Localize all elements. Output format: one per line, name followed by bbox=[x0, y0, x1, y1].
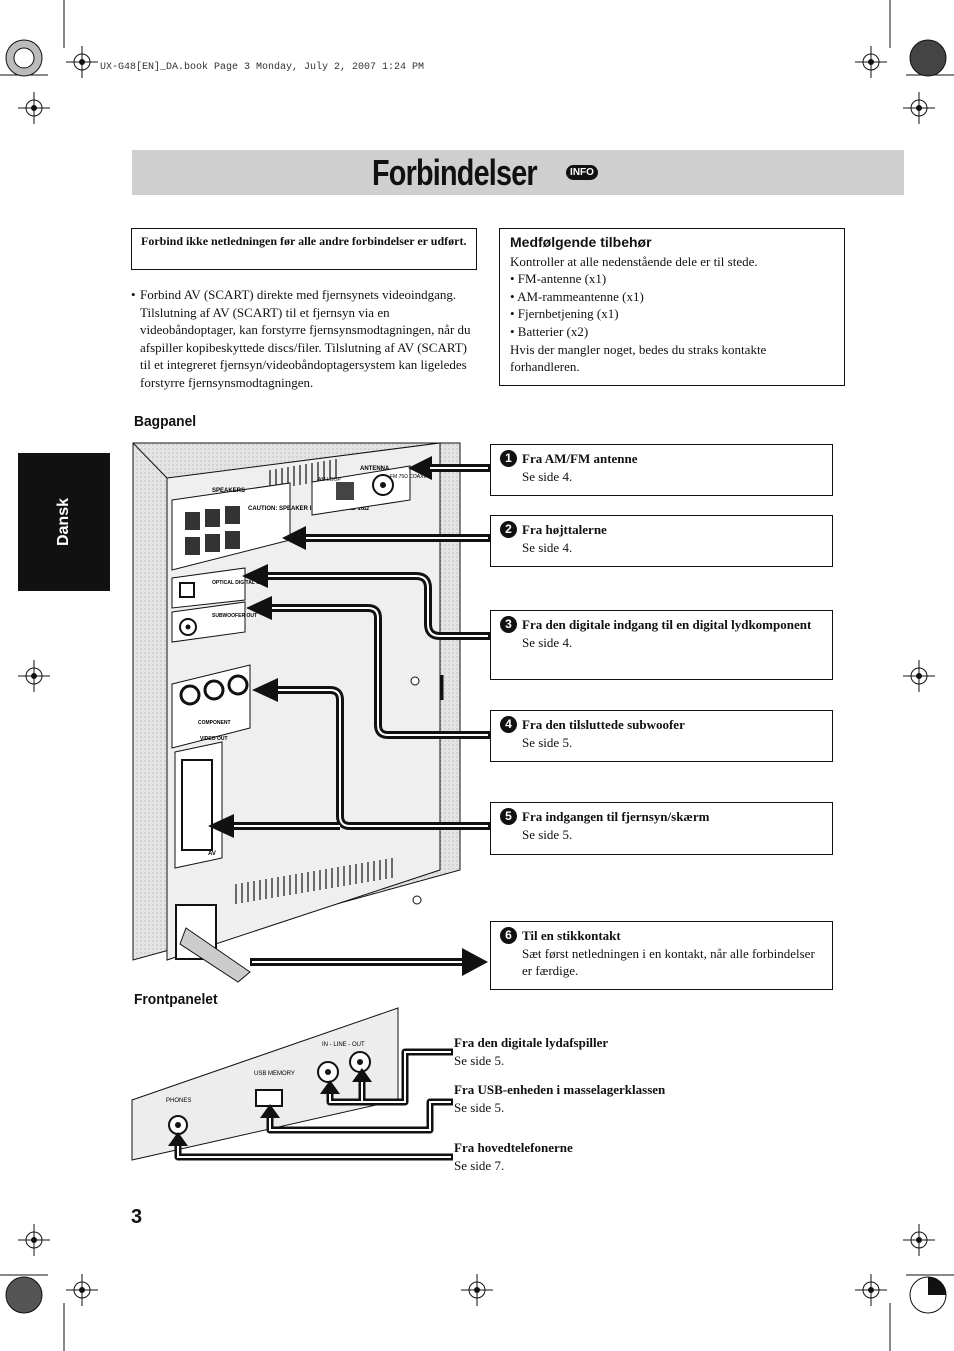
caution-text: CAUTION: SPEAKER IMPEDANCE 6Ω-16Ω bbox=[248, 506, 369, 512]
front-item-headphones: Fra hovedtelefonerne Se side 7. bbox=[454, 1139, 573, 1174]
screw bbox=[410, 676, 420, 686]
front-item-ref: Se side 7. bbox=[454, 1157, 505, 1173]
title-bar bbox=[132, 150, 904, 195]
front-arrow-heads bbox=[168, 1068, 372, 1146]
connection-ref: Se side 4. bbox=[522, 539, 573, 555]
front-item-title: Fra den digitale lydafspiller bbox=[454, 1035, 609, 1050]
screw bbox=[412, 895, 422, 905]
accessory-item: • AM-rammeantenne (x1) bbox=[510, 288, 644, 304]
connection-title: Fra højttalerne bbox=[522, 522, 607, 537]
back-panel-heading: Bagpanel bbox=[134, 413, 197, 430]
vent-slots-bottom bbox=[235, 858, 393, 904]
color-wheel-marks bbox=[5, 39, 947, 1314]
scart-connector bbox=[181, 759, 213, 851]
connection-ref: Se side 4. bbox=[522, 634, 573, 650]
am-loop-label: AM LOOP bbox=[318, 477, 341, 483]
connection-number: 5 bbox=[500, 808, 517, 825]
connection-number: 1 bbox=[500, 450, 517, 467]
accessories-box: Medfølgende tilbehør Kontroller at alle … bbox=[499, 228, 845, 386]
connection-title: Fra den tilsluttede subwoofer bbox=[522, 717, 685, 732]
info-badge: INFO bbox=[566, 165, 598, 180]
phones-label: PHONES bbox=[166, 1098, 191, 1104]
front-item-ref: Se side 5. bbox=[454, 1052, 505, 1068]
video-out-label: VIDEO OUT bbox=[200, 736, 228, 742]
line-label: IN - LINE - OUT bbox=[322, 1042, 365, 1048]
vent-slots-top bbox=[269, 459, 337, 490]
accessory-item: • Fjernbetjening (x1) bbox=[510, 306, 619, 322]
connection-ref: Sæt først netledningen i en kontakt, når… bbox=[522, 945, 815, 979]
connection-number: 3 bbox=[500, 616, 517, 633]
av-label: AV bbox=[208, 851, 216, 857]
subwoofer-label: SUBWOOFER OUT bbox=[212, 613, 257, 619]
accessories-outro: Hvis der mangler noget, bedes du straks … bbox=[510, 341, 767, 375]
power-cord bbox=[179, 927, 251, 983]
bullet-mark: • bbox=[131, 287, 136, 302]
speakers-label: SPEAKERS bbox=[212, 488, 245, 494]
optical-jack bbox=[179, 582, 195, 598]
caution-label: CAUTION: SPEAKER IMPEDANCE 6Ω-16Ω bbox=[248, 506, 369, 512]
optical-label: OPTICAL DIGITAL OUT bbox=[212, 580, 267, 586]
component-y-jack bbox=[179, 684, 201, 706]
warning-box: Forbind ikke netledningen før alle andre… bbox=[131, 228, 477, 270]
fm-label: FM 75Ω COAXIAL bbox=[390, 474, 431, 480]
arrow-heads bbox=[208, 456, 488, 976]
accessories-title: Medfølgende tilbehør bbox=[510, 234, 652, 250]
crosshair-centers bbox=[31, 59, 922, 1293]
connection-box-1: 1 Fra AM/FM antenne Se side 4. bbox=[490, 444, 833, 496]
connection-box-2: 2 Fra højttalerne Se side 4. bbox=[490, 515, 833, 567]
front-panel-heading: Frontpanelet bbox=[134, 991, 218, 1008]
front-arrow-highlights bbox=[177, 1051, 451, 1158]
usb-label: USB MEMORY bbox=[254, 1071, 295, 1077]
component-pb-jack bbox=[203, 679, 225, 701]
component-pr-jack bbox=[227, 674, 249, 696]
front-item-title: Fra USB-enheden i masselagerklassen bbox=[454, 1082, 666, 1097]
arrow-highlights bbox=[234, 467, 488, 963]
av-scart-text: Forbind AV (SCART) direkte med fjernsyne… bbox=[140, 287, 471, 390]
connection-title: Til en stikkontakt bbox=[522, 928, 621, 943]
connection-number: 2 bbox=[500, 521, 517, 538]
print-header: UX-G48[EN]_DA.book Page 3 Monday, July 2… bbox=[100, 62, 425, 73]
connection-title: Fra den digitale indgang til en digital … bbox=[522, 617, 812, 632]
connection-ref: Se side 5. bbox=[522, 734, 573, 750]
front-item-title: Fra hovedtelefonerne bbox=[454, 1140, 573, 1155]
front-item-usb: Fra USB-enheden i masselagerklassen Se s… bbox=[454, 1081, 665, 1116]
language-tab: Dansk bbox=[18, 453, 110, 591]
connection-ref: Se side 4. bbox=[522, 468, 573, 484]
usb-port bbox=[255, 1089, 283, 1107]
front-panel-face bbox=[131, 1007, 399, 1161]
connection-box-3: 3 Fra den digitale indgang til en digital… bbox=[490, 610, 833, 680]
warning-text: Forbind ikke netledningen før alle andre… bbox=[141, 234, 467, 248]
page-title: Forbindelser bbox=[372, 152, 538, 193]
component-label: COMPONENT bbox=[198, 720, 231, 726]
page-number: 3 bbox=[131, 1206, 143, 1228]
front-item-digital-player: Fra den digitale lydafspiller Se side 5. bbox=[454, 1034, 608, 1069]
accessory-item: • FM-antenne (x1) bbox=[510, 271, 607, 287]
front-item-ref: Se side 5. bbox=[454, 1099, 505, 1115]
connection-box-6: 6 Til en stikkontakt Sæt først netledning… bbox=[490, 921, 833, 990]
connection-number: 6 bbox=[500, 927, 517, 944]
accessories-intro: Kontroller at alle nedenstående dele er … bbox=[510, 253, 758, 269]
connection-box-5: 5 Fra indgangen til fjernsyn/skærm Se sid… bbox=[490, 802, 833, 855]
connection-box-4: 4 Fra den tilsluttede subwoofer Se side 5… bbox=[490, 710, 833, 762]
connection-number: 4 bbox=[500, 716, 517, 733]
connection-title: Fra indgangen til fjernsyn/skærm bbox=[522, 809, 710, 824]
am-loop-terminal bbox=[336, 482, 354, 500]
antenna-label: ANTENNA bbox=[360, 466, 390, 472]
speaker-terminals bbox=[185, 506, 240, 555]
connection-ref: Se side 5. bbox=[522, 826, 573, 842]
connection-title: Fra AM/FM antenne bbox=[522, 451, 638, 466]
av-scart-note: • Forbind AV (SCART) direkte med fjernsy… bbox=[131, 286, 476, 392]
accessory-item: • Batterier (x2) bbox=[510, 323, 589, 339]
